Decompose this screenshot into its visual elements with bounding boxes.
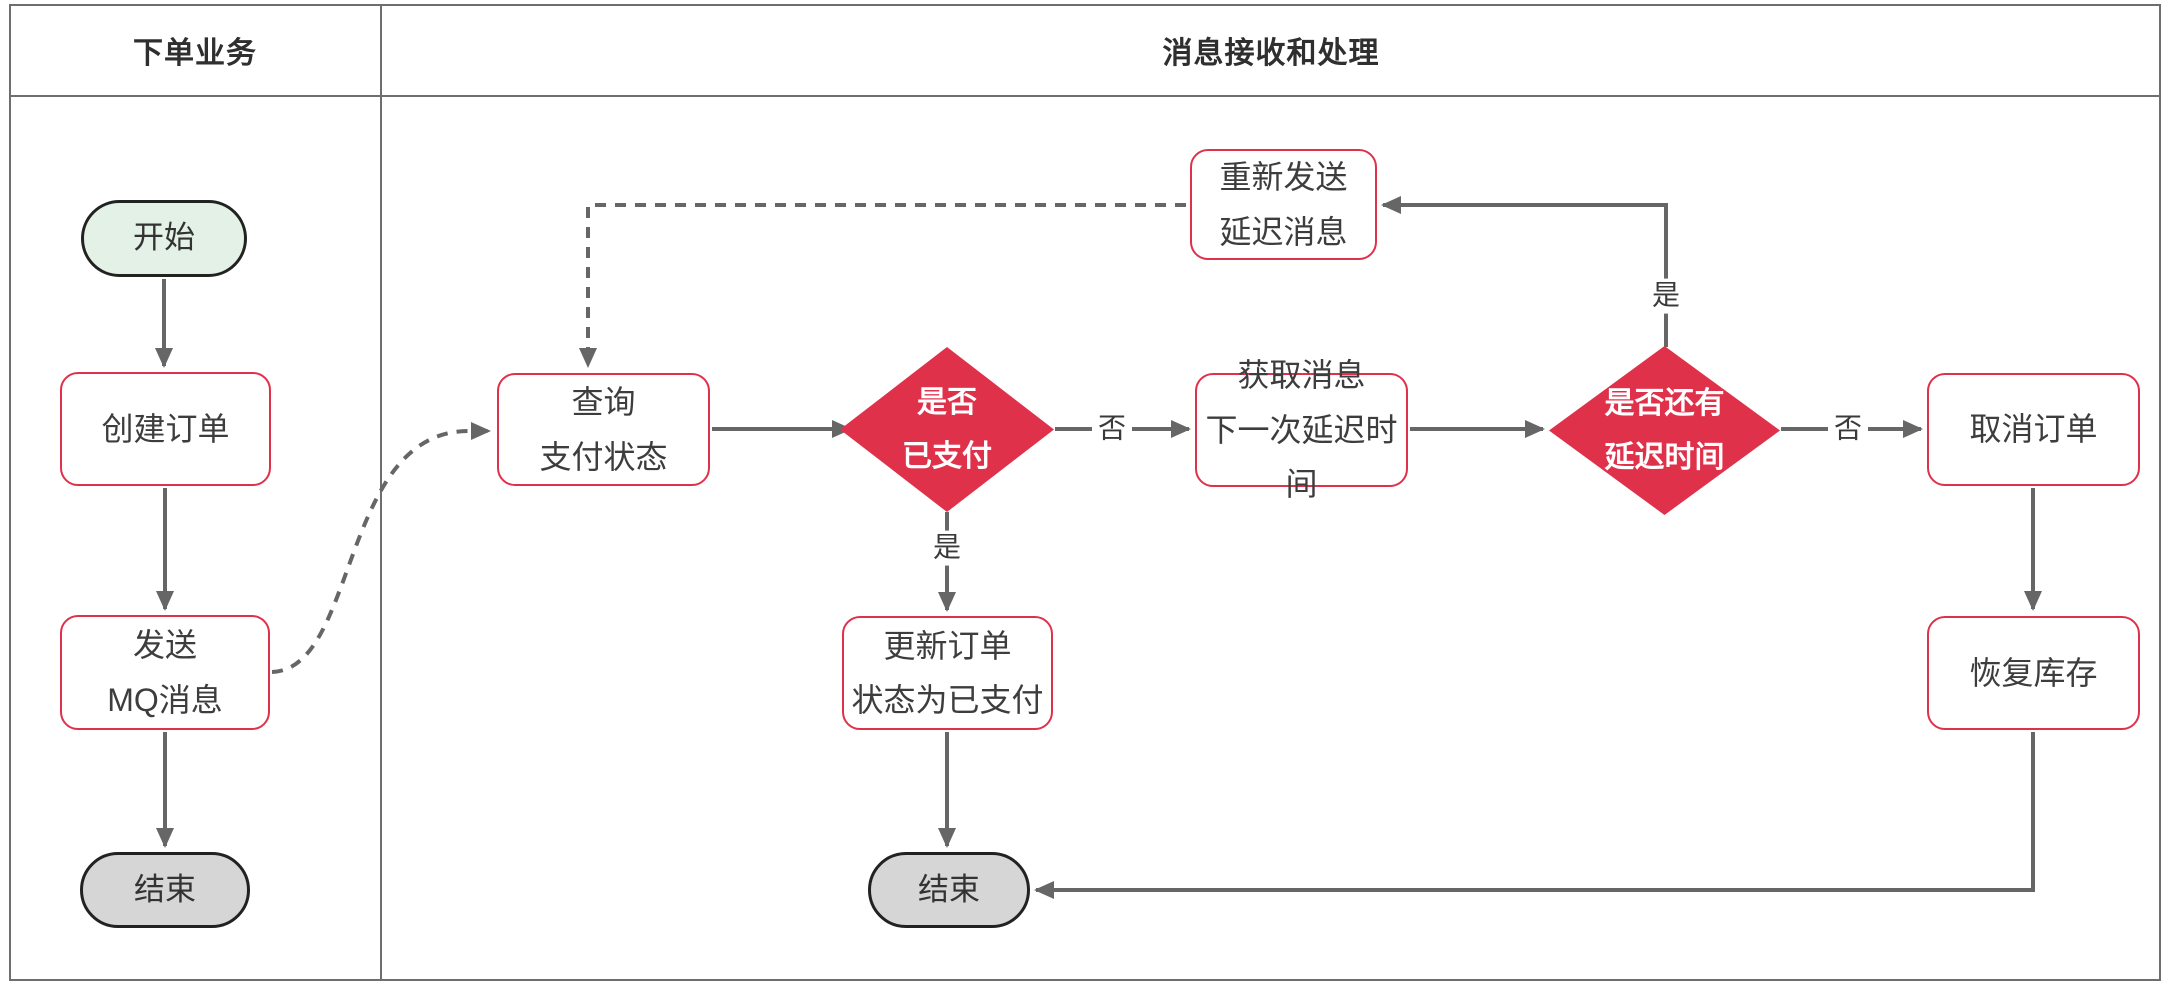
node-send-mq-message[interactable]: 发送 MQ消息 [60, 615, 270, 730]
edge-label-has-delay-yes: 是 [1645, 278, 1687, 314]
node-query-pay-status[interactable]: 查询 支付状态 [497, 373, 710, 486]
node-get-next-delay-time[interactable]: 获取消息 下一次延迟时间 [1195, 357, 1408, 502]
node-restore-stock[interactable]: 恢复库存 [1927, 616, 2140, 730]
node-cancel-order[interactable]: 取消订单 [1927, 373, 2140, 486]
swimlane-frame [9, 4, 2161, 981]
lane-header-message-processing: 消息接收和处理 [1162, 37, 1380, 70]
lane-header-order-business: 下单业务 [133, 37, 257, 70]
lane-divider [380, 4, 382, 981]
node-resend-delay-message[interactable]: 重新发送 延迟消息 [1190, 149, 1377, 260]
edge-label-is-paid-no: 否 [1091, 411, 1133, 447]
lane-header-underline [9, 95, 2161, 97]
node-create-order[interactable]: 创建订单 [60, 372, 271, 486]
node-start[interactable]: 开始 [81, 200, 247, 277]
node-update-order-status[interactable]: 更新订单 状态为已支付 [842, 616, 1053, 730]
edge-label-is-paid-yes: 是 [926, 530, 968, 566]
node-end-main[interactable]: 结束 [868, 852, 1030, 928]
node-end-left[interactable]: 结束 [80, 852, 250, 928]
edge-label-has-delay-no: 否 [1827, 411, 1869, 447]
